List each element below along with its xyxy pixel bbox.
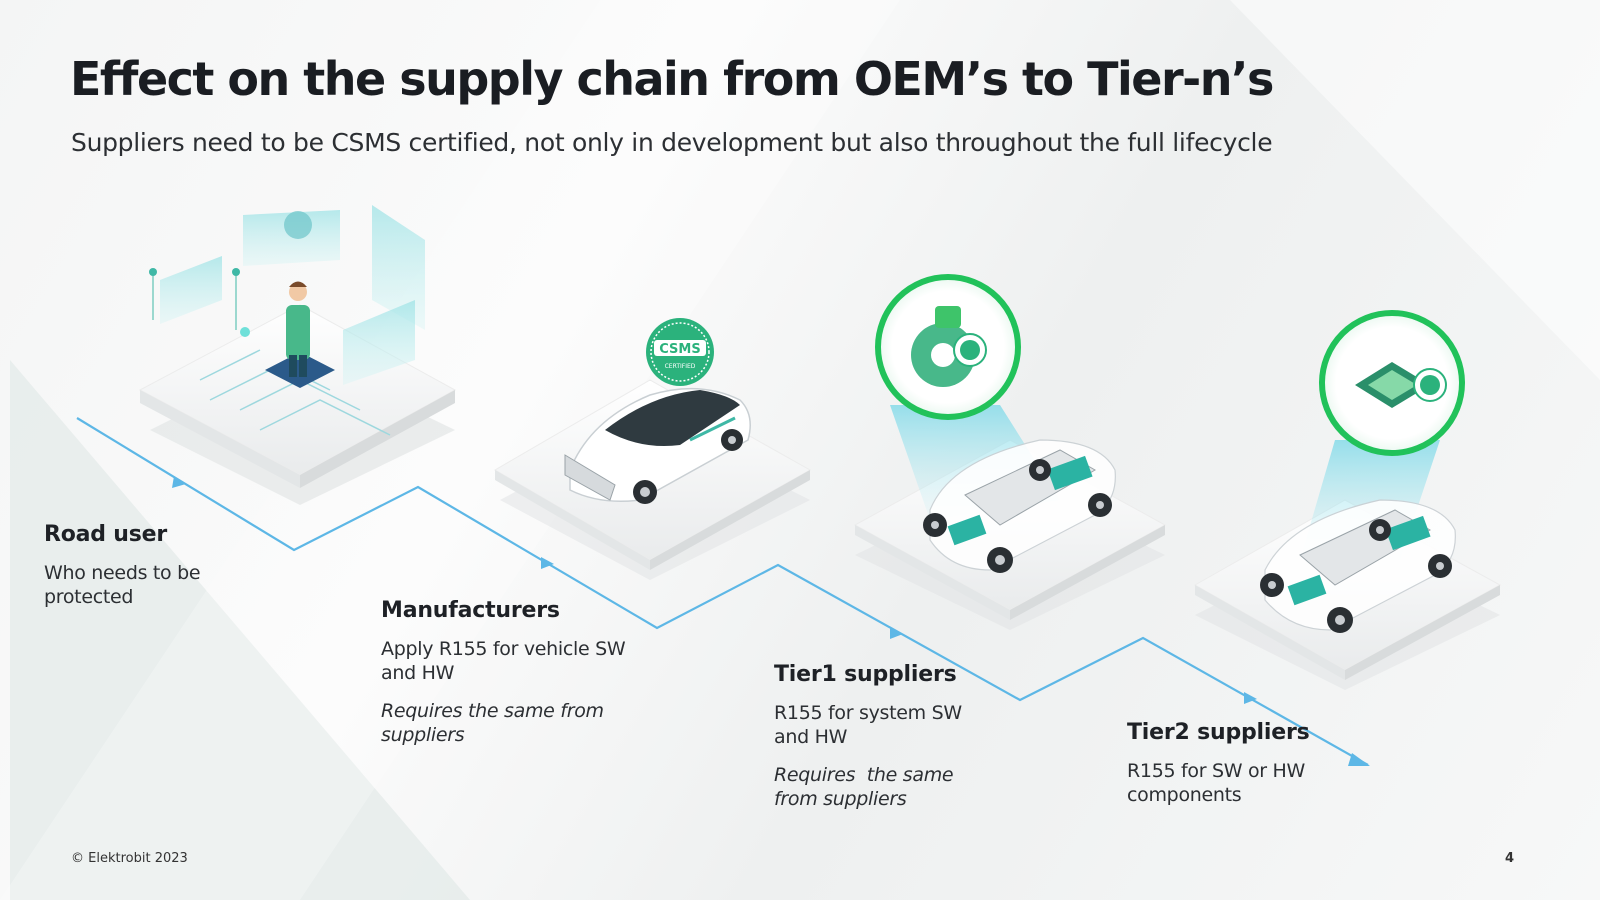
- lock-icon: [935, 306, 961, 328]
- stage-description: R155 for system SW and HW: [774, 702, 962, 748]
- tier2-platform: [1193, 310, 1502, 690]
- stage-manufacturers: Manufacturers Apply R155 for vehicle SW …: [381, 598, 671, 761]
- supply-chain-path: [76, 417, 1369, 766]
- stage-name: Road user: [44, 522, 168, 547]
- copyright-footer: © Elektrobit 2023: [71, 851, 188, 866]
- stage-name: Tier1 suppliers: [774, 662, 957, 687]
- stage-description: Who needs to be protected: [44, 562, 201, 608]
- stage-name: Manufacturers: [381, 598, 560, 623]
- page-subtitle: Suppliers need to be CSMS certified, not…: [71, 128, 1273, 157]
- stage-note: Requires the same from suppliers: [774, 764, 960, 810]
- csms-badge-subtext: CERTIFIED: [665, 363, 696, 370]
- csms-certified-badge: CSMS CERTIFIED: [646, 318, 714, 386]
- tier1-platform: [853, 274, 1167, 630]
- stage-tier2-suppliers: Tier2 suppliers R155 for SW or HW compon…: [1127, 720, 1417, 821]
- stage-tier1-suppliers: Tier1 suppliers R155 for system SW and H…: [774, 662, 1064, 825]
- stage-description: Apply R155 for vehicle SW and HW: [381, 638, 626, 684]
- page-number: 4: [1504, 851, 1514, 866]
- stage-road-user: Road user Who needs to be protected: [44, 522, 334, 623]
- stage-name: Tier2 suppliers: [1127, 720, 1310, 745]
- path-arrow-2: [541, 557, 554, 569]
- csms-badge-text: CSMS: [659, 342, 700, 357]
- path-arrow-1: [172, 476, 186, 488]
- path-arrow-3: [890, 627, 903, 639]
- path-arrow-4: [1244, 692, 1257, 704]
- stage-description: R155 for SW or HW components: [1127, 760, 1306, 806]
- road-user-platform: [138, 205, 457, 505]
- path-arrowhead-end: [1348, 753, 1370, 766]
- page-title: Effect on the supply chain from OEM’s to…: [70, 52, 1274, 106]
- manufacturers-platform: CSMS CERTIFIED: [494, 318, 812, 580]
- stage-note: Requires the same from suppliers: [381, 700, 604, 746]
